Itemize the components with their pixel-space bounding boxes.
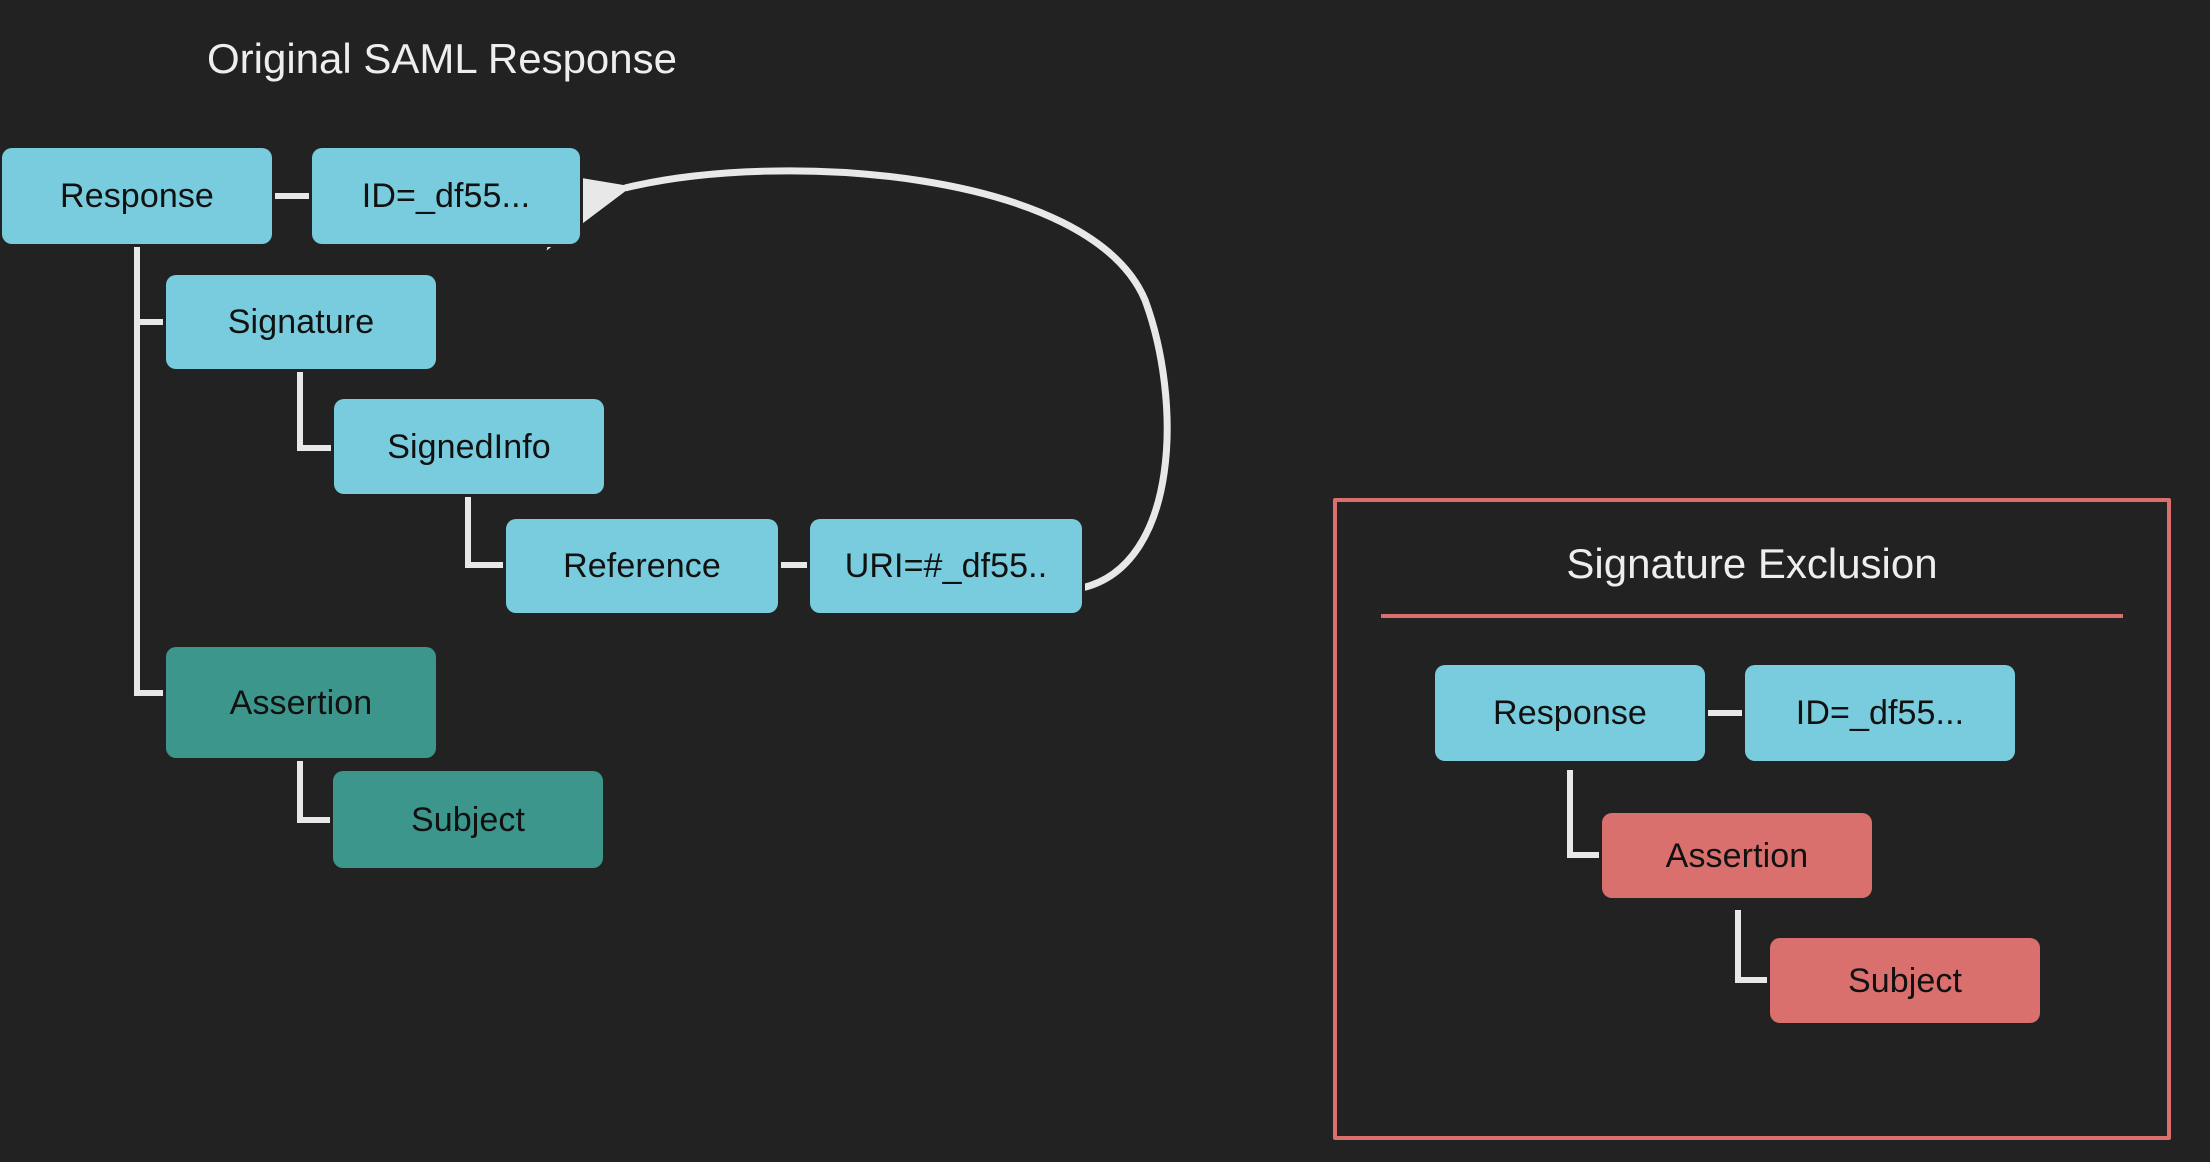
node-subject[interactable]: Subject — [333, 771, 603, 868]
node-r-subject[interactable]: Subject — [1770, 938, 2040, 1023]
node-r-assertion[interactable]: Assertion — [1602, 813, 1872, 898]
node-assertion[interactable]: Assertion — [166, 647, 436, 758]
left-diagram-title: Original SAML Response — [207, 35, 677, 82]
node-r-id-attribute[interactable]: ID=_df55... — [1745, 665, 2015, 761]
edge-assertion-to-subject — [297, 758, 333, 823]
node-signature[interactable]: Signature — [166, 275, 436, 369]
node-reference[interactable]: Reference — [506, 519, 778, 613]
signature-exclusion-title: Signature Exclusion — [1566, 540, 1938, 587]
panel-title-divider — [1381, 614, 2123, 618]
node-response[interactable]: Response — [2, 148, 272, 244]
signature-exclusion-panel — [1333, 498, 2171, 1140]
edge-signedinfo-to-reference — [465, 494, 506, 568]
node-signedinfo[interactable]: SignedInfo — [334, 399, 604, 494]
node-uri-attribute[interactable]: URI=#_df55.. — [810, 519, 1082, 613]
node-id-attribute[interactable]: ID=_df55... — [312, 148, 580, 244]
node-r-response[interactable]: Response — [1435, 665, 1705, 761]
edge-response-to-signature — [134, 243, 166, 325]
edge-response-to-assertion — [134, 243, 166, 696]
edge-signature-to-signedinfo — [297, 369, 334, 451]
